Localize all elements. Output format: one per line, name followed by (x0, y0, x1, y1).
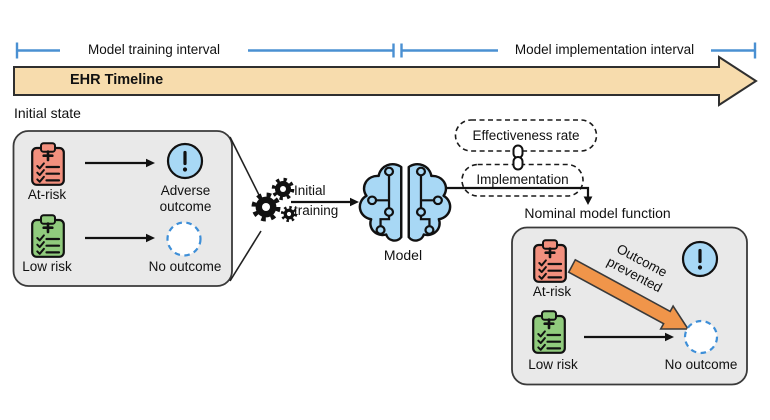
ehr-timeline-label: EHR Timeline (70, 72, 164, 88)
effectiveness-rate-pill (454, 119, 598, 152)
low-risk-to-none-arrow (85, 233, 155, 243)
at-risk-to-adverse-arrow (85, 158, 155, 168)
effectiveness-rate-label: Effectiveness rate (472, 128, 580, 143)
chain-link-icon (512, 144, 524, 171)
outcome-prevented-arrow (567, 258, 690, 330)
at-risk-label: At-risk (27, 187, 67, 202)
low-risk-label: Low risk (22, 259, 72, 274)
at-risk-label-2: At-risk (532, 284, 572, 299)
adverse-outcome-label: Adverse outcome (159, 183, 212, 214)
initial-training-arrow (291, 197, 359, 207)
implementation-interval-label: Model implementation interval (498, 42, 711, 58)
low-risk-clipboard-icon (30, 213, 66, 259)
at-risk-clipboard-icon (30, 141, 66, 187)
no-outcome-icon (166, 221, 202, 257)
initial-state-title: Initial state (14, 105, 81, 121)
gear-small (280, 205, 298, 223)
funnel-lines (229, 136, 262, 282)
no-outcome-icon-2 (683, 319, 719, 355)
initial-training-label: Initial training (294, 183, 339, 218)
nominal-alert-icon (681, 240, 719, 278)
gear-large (251, 192, 281, 222)
at-risk-clipboard-icon-2 (532, 238, 568, 284)
no-outcome-label-2: No outcome (664, 357, 738, 372)
low-risk-clipboard-icon-2 (531, 309, 567, 355)
low-risk-to-none-arrow-2 (584, 332, 674, 342)
no-outcome-label: No outcome (148, 259, 222, 274)
gear-medium (271, 177, 295, 201)
gears-icon (251, 177, 298, 223)
implementation-label: Implementation (476, 172, 569, 187)
nominal-title: Nominal model function (524, 205, 671, 221)
implementation-arrow (444, 186, 593, 205)
adverse-outcome-icon (166, 142, 204, 180)
training-interval-label: Model training interval (60, 42, 248, 58)
circuit-brain-icon (358, 163, 452, 242)
model-label: Model (383, 247, 423, 263)
low-risk-label-2: Low risk (528, 357, 578, 372)
ehr-timeline-arrow (13, 55, 758, 107)
